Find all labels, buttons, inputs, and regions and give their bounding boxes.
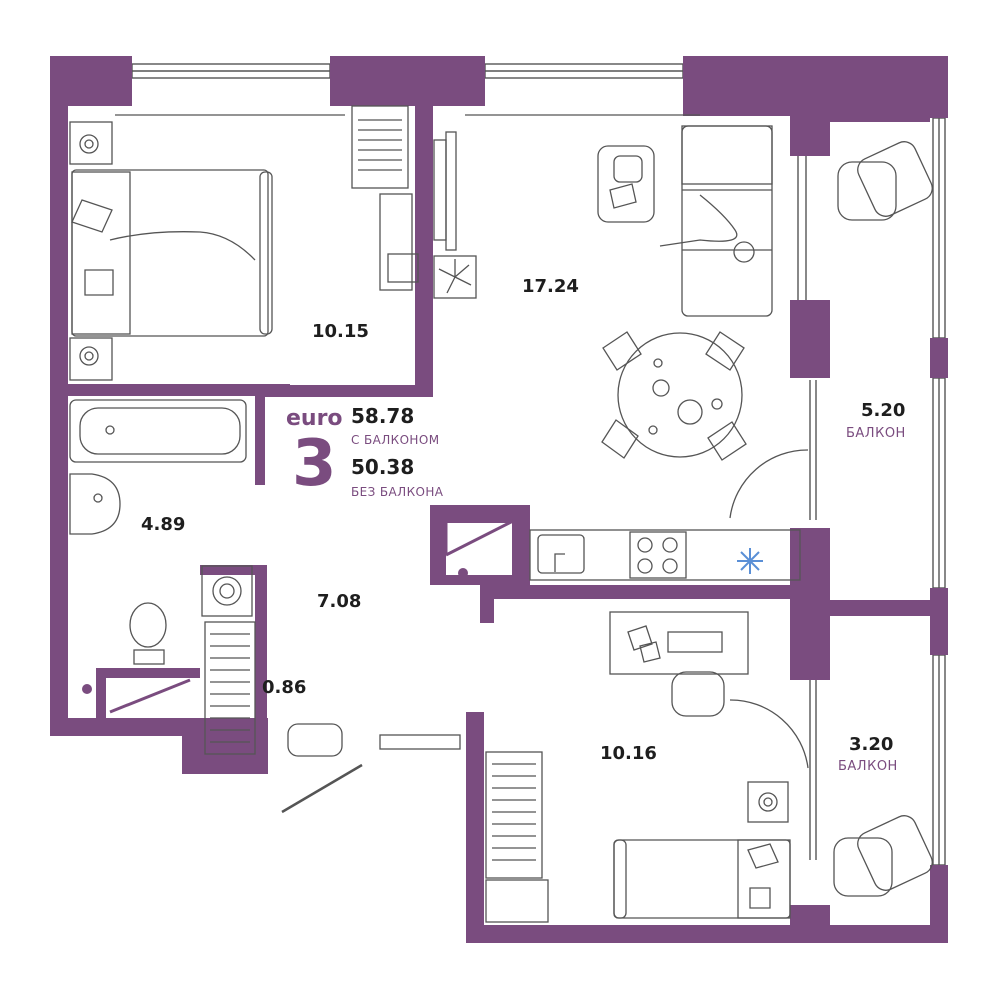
area-with-balcony: 58.78 [351,404,415,428]
sofa-icon [659,125,773,317]
radiator-icon [351,105,409,189]
walls [50,56,948,943]
without-balcony-label: БЕЗ БАЛКОНА [351,485,444,499]
washing-machine-icon [201,565,253,617]
room-label-balcony-2: БАЛКОН [838,759,898,774]
room-area-bedroom-2: 10.16 [600,743,657,764]
room-area-balcony-2: 3.20 [849,734,894,755]
coffee-table-icon [597,145,655,223]
dining-table-icon [601,331,747,461]
with-balcony-label: С БАЛКОНОМ [351,433,440,447]
plant-icon [433,255,477,299]
room-area-hall: 7.08 [317,591,362,612]
radiator-icon [204,621,256,755]
armchair-icon [833,141,933,897]
sink-icon [69,473,121,535]
nightstand-icon [69,121,113,381]
nightstand-icon [747,781,789,823]
toilet-icon [129,602,167,665]
euro-label: euro [286,406,343,431]
bed-icon [613,839,791,919]
wardrobe-icon [379,193,419,291]
bathtub-icon [69,399,247,463]
room-area-bedroom-1: 10.15 [312,321,369,342]
room-area-bathroom: 4.89 [141,514,186,535]
radiator-icon [485,751,549,923]
armchair-icon [671,671,725,717]
fridge-snowflake-icon [737,548,763,574]
stove-icon [629,531,687,579]
room-count: 3 [292,427,337,501]
desk-icon [609,611,749,675]
door-icon [281,763,363,814]
shoe-rack-icon [379,734,461,750]
room-area-wardrobe: 0.86 [262,677,307,698]
tv-icon [433,131,457,251]
room-area-living-kitchen: 17.24 [522,276,579,297]
area-without-balcony: 50.38 [351,455,415,479]
rug-icon [287,723,343,757]
room-label-balcony-1: БАЛКОН [846,426,906,441]
bed-icon [71,169,273,337]
room-area-balcony-1: 5.20 [861,400,906,421]
sink-icon [529,529,801,581]
window-icon [131,63,946,866]
